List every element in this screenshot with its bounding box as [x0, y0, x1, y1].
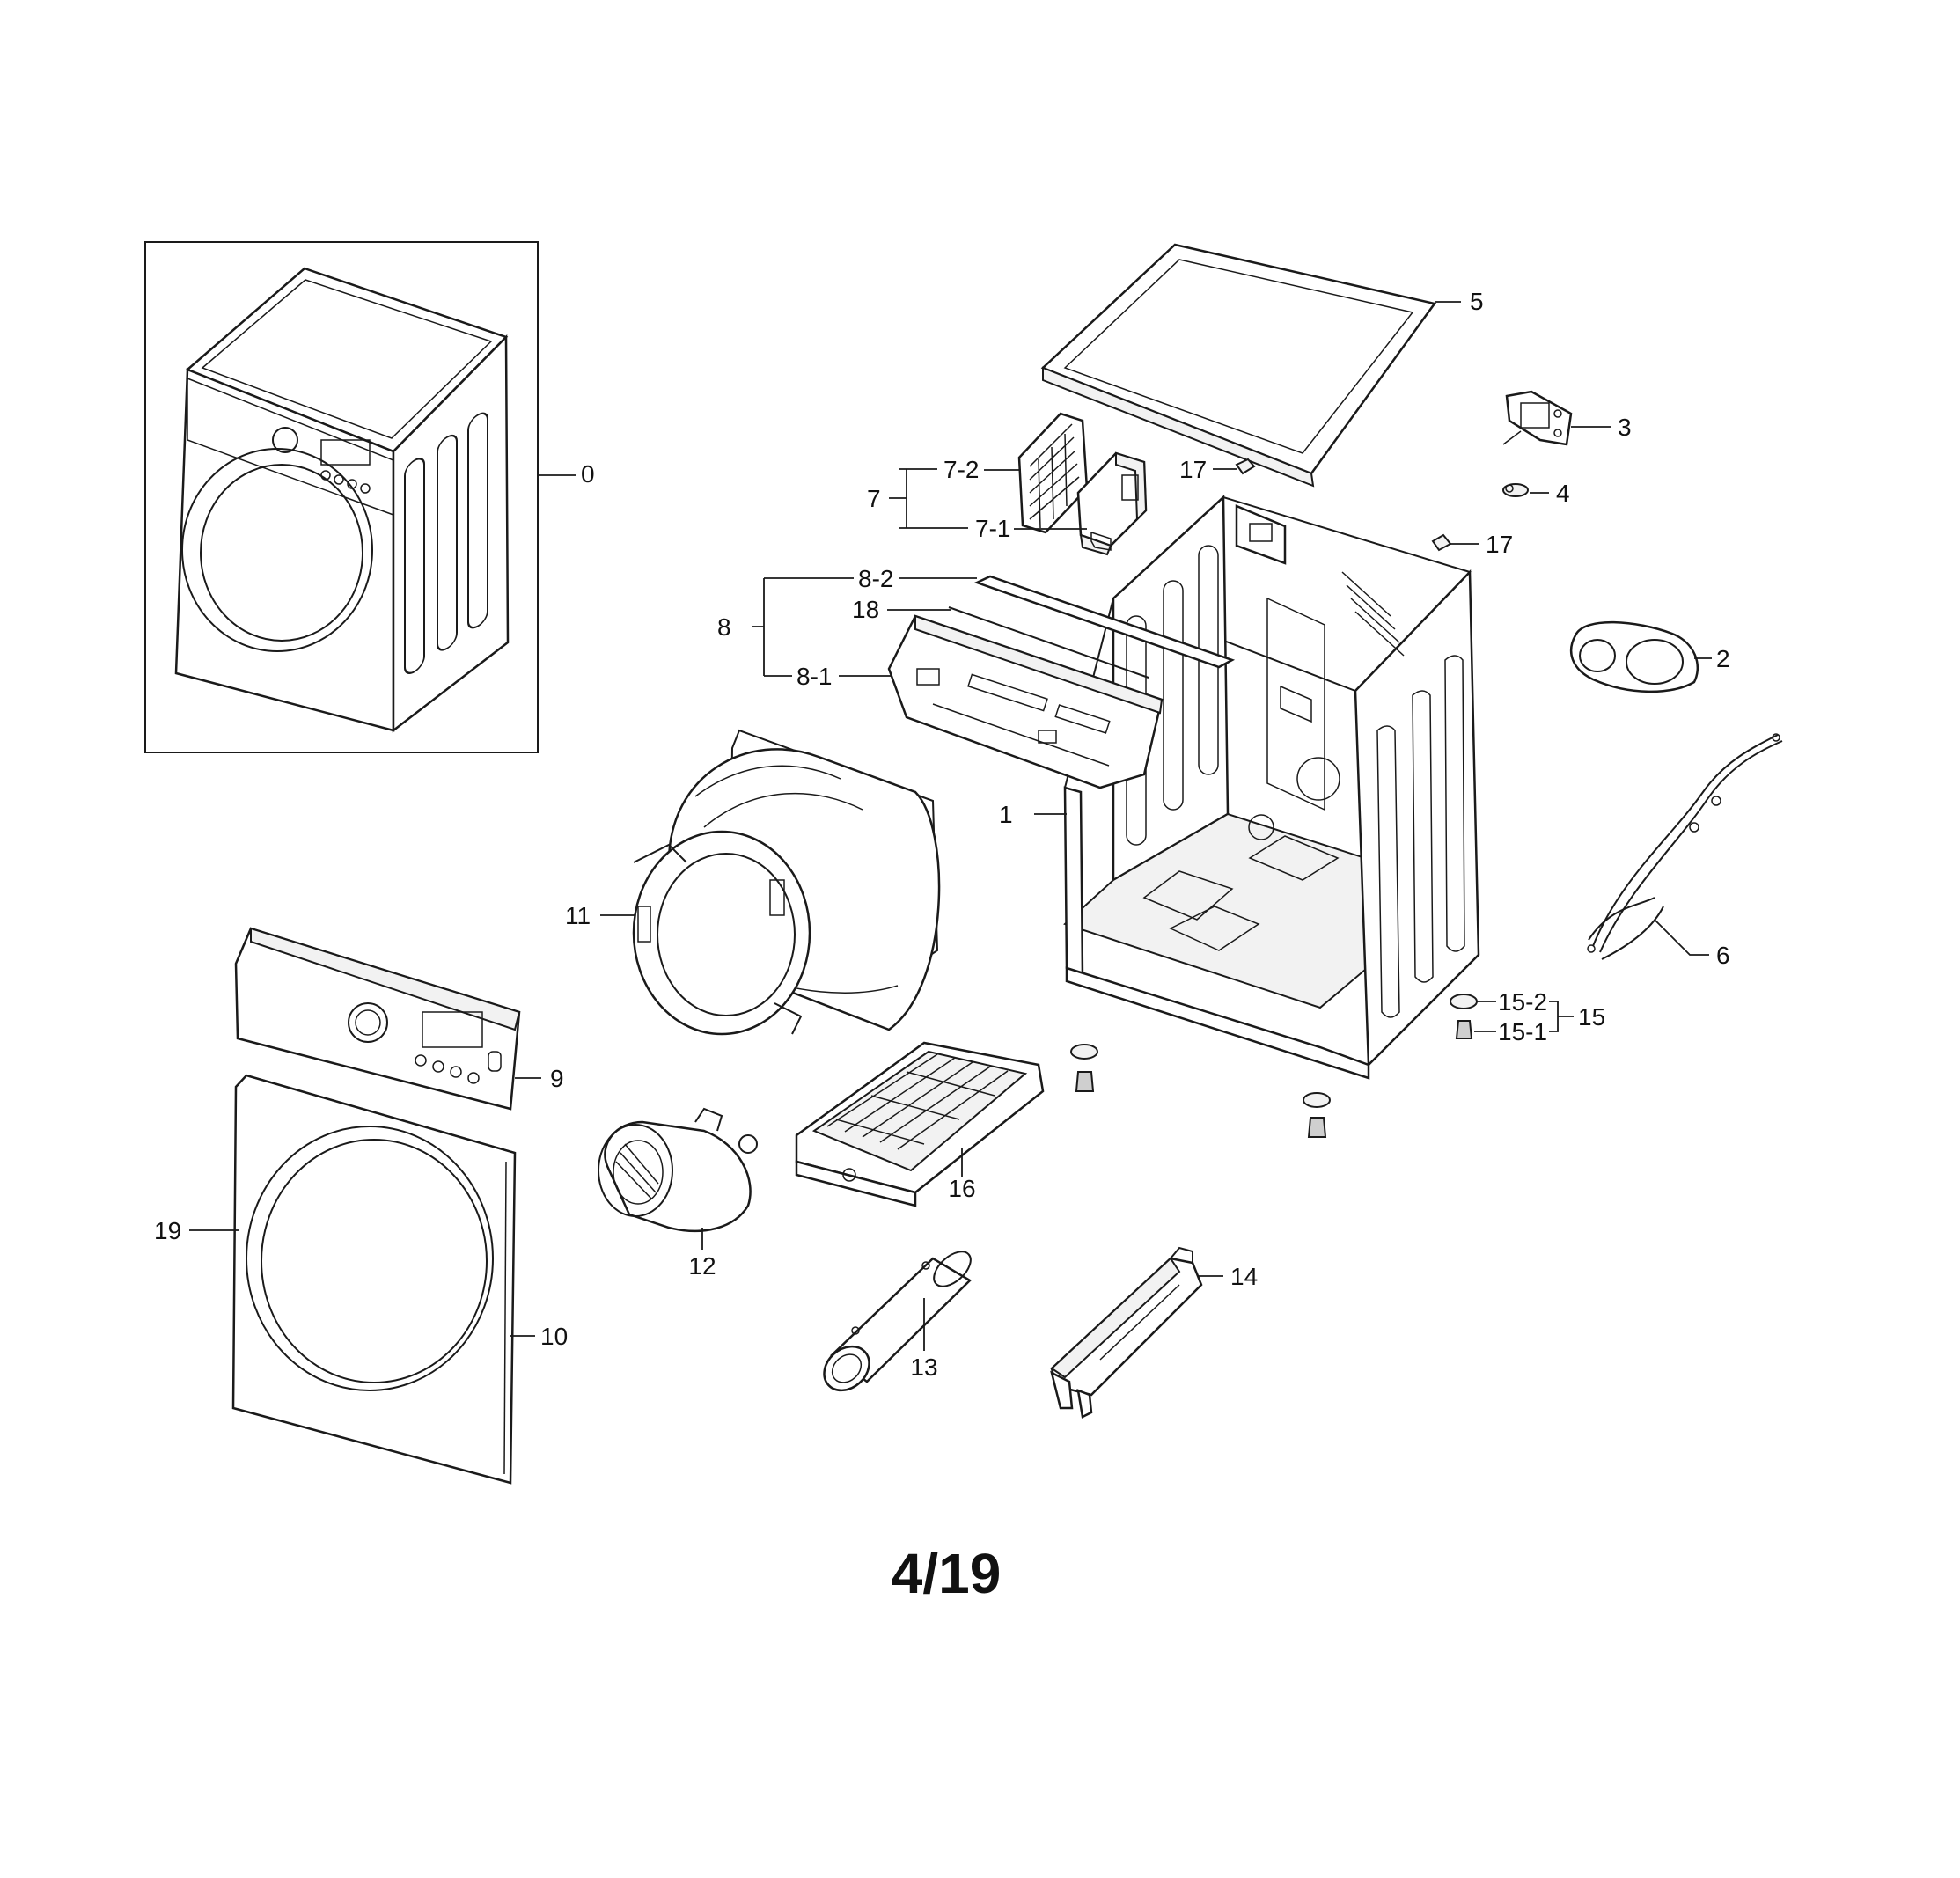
rail-8-2 [973, 575, 1236, 669]
rear-bulkhead-part [1569, 620, 1699, 693]
part-label-15-2: 15-2 [1498, 988, 1547, 1016]
control-panel-part [234, 927, 521, 1111]
part-label-2: 2 [1716, 645, 1730, 672]
part-label-5: 5 [1470, 288, 1484, 315]
part-label-17-lower: 17 [1486, 531, 1513, 558]
drum-part [632, 729, 941, 1036]
foot-assembly-front [1303, 1092, 1331, 1138]
front-frame-8-1 [887, 614, 1164, 789]
part-label-8: 8 [717, 613, 731, 641]
clip-part [1502, 483, 1529, 497]
part-label-13: 13 [910, 1353, 937, 1381]
part-label-3: 3 [1618, 414, 1632, 441]
part-label-7-2: 7-2 [943, 456, 979, 483]
assembled-dryer-figure [144, 241, 539, 753]
foot-assembly-left [1070, 1044, 1098, 1092]
part-label-7-1: 7-1 [975, 515, 1010, 542]
lint-screen-part [795, 1041, 1045, 1207]
filter-housing-part [1076, 451, 1148, 556]
top-cover-part [1040, 243, 1437, 488]
part-label-4: 4 [1556, 480, 1570, 507]
blower-housing-part [598, 1107, 758, 1233]
part-label-18: 18 [852, 596, 879, 623]
clip-17-lower [1431, 533, 1452, 552]
front-panel-part [231, 1074, 517, 1485]
part-label-9: 9 [550, 1065, 564, 1092]
part-label-15-1: 15-1 [1498, 1018, 1547, 1045]
part-label-16: 16 [948, 1175, 975, 1202]
filter-grid-part [1017, 412, 1089, 534]
part-label-8-2: 8-2 [858, 565, 893, 592]
part-label-12: 12 [688, 1252, 716, 1280]
strip-18 [948, 606, 1149, 679]
page-number: 4/19 [892, 1542, 1002, 1605]
clip-17-upper [1235, 458, 1256, 475]
part-label-17-upper: 17 [1179, 456, 1207, 483]
exhaust-duct-part [823, 1251, 973, 1392]
part-label-1: 1 [999, 801, 1013, 828]
part-label-11: 11 [565, 902, 591, 929]
wire-harness-part [1587, 733, 1783, 960]
part-label-15: 15 [1578, 1003, 1605, 1031]
part-label-7: 7 [867, 485, 881, 512]
part-label-19: 19 [154, 1217, 181, 1244]
part-label-0: 0 [581, 460, 595, 488]
part-label-8-1: 8-1 [796, 663, 832, 690]
foot-assembly-right [1450, 994, 1478, 1039]
heater-duct-part [1050, 1246, 1203, 1419]
part-label-10: 10 [540, 1323, 568, 1350]
part-label-6: 6 [1716, 942, 1730, 969]
part-label-14: 14 [1230, 1263, 1258, 1290]
cabinet-part [1063, 495, 1480, 1080]
pcb-bracket-part [1502, 390, 1573, 446]
